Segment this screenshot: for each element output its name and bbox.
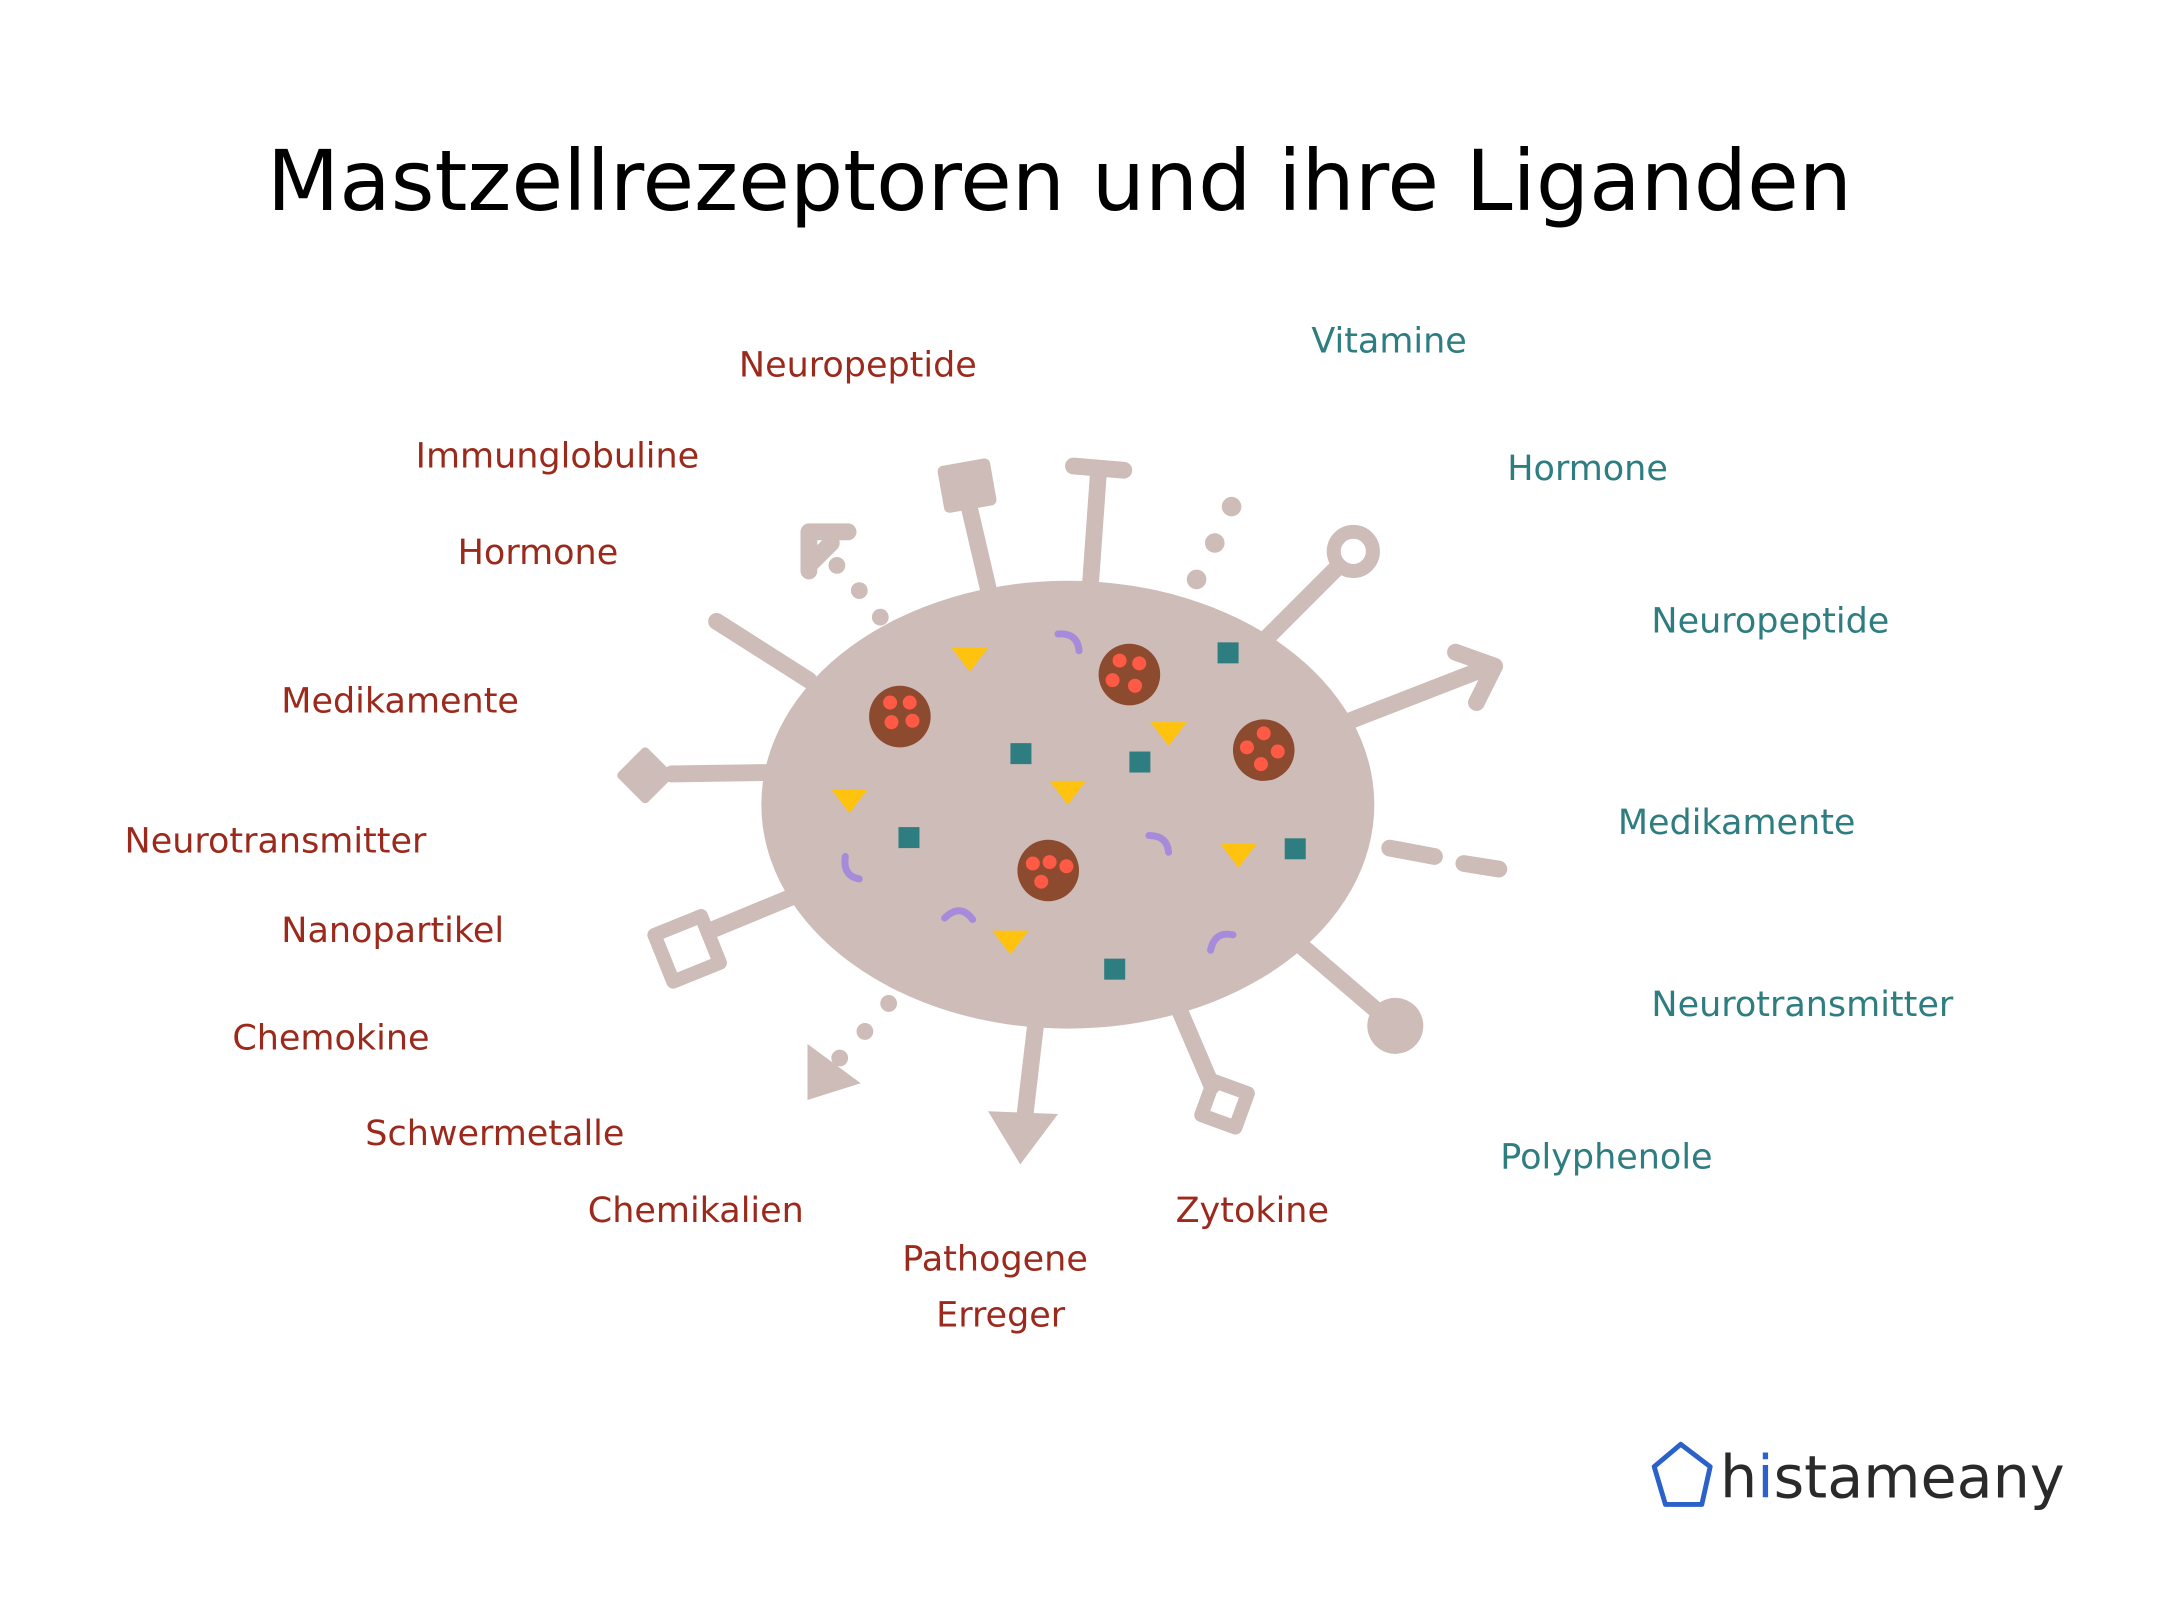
receptors	[617, 457, 1508, 1165]
diagram-title: Mastzellrezeptoren und ihre Liganden	[267, 132, 1852, 230]
histameany-logo: histameany	[1651, 1441, 2065, 1511]
square-molecules	[898, 642, 1306, 980]
logo-text-i: i	[1757, 1442, 1773, 1511]
granule	[869, 685, 931, 748]
label-vitamine: Vitamine	[1311, 322, 1466, 362]
label-chemokine: Chemokine	[232, 1019, 429, 1059]
chevron-receptor-upper-left	[800, 523, 889, 626]
arrow-receptor-bottom	[988, 1016, 1059, 1165]
line-receptor-left	[708, 612, 818, 689]
label-neuropeptide-right: Neuropeptide	[1651, 602, 1889, 642]
label-zytokine: Zytokine	[1176, 1191, 1329, 1231]
arc-molecule	[1207, 930, 1237, 954]
granules	[869, 643, 1295, 902]
label-nanopartikel: Nanopartikel	[281, 911, 504, 951]
ligand-labels-right: Vitamine Hormone Neuropeptide Medikament…	[1311, 322, 1954, 1178]
arc-molecule	[1145, 832, 1173, 856]
square-molecule	[1129, 751, 1151, 773]
dotted-arrow-receptor-lower-left	[807, 995, 898, 1101]
label-neurotransmitter-left: Neurotransmitter	[125, 821, 427, 861]
square-molecule	[1217, 642, 1239, 664]
arc-molecule	[841, 852, 863, 883]
t-receptor-top	[1065, 457, 1133, 597]
ligand-labels-left: Neuropeptide Immunglobuline Hormone Medi…	[125, 345, 1329, 1335]
triangle-molecules	[831, 647, 1257, 955]
diamond-receptor-left	[617, 747, 776, 804]
triangle-molecule	[951, 647, 989, 672]
granule	[1232, 719, 1295, 781]
logo-text-h: h	[1720, 1442, 1757, 1511]
logo-text-rest: stameany	[1774, 1442, 2065, 1511]
ring-receptor-upper-right	[1258, 524, 1380, 647]
label-chemikalien: Chemikalien	[588, 1191, 804, 1231]
square-molecule	[1284, 838, 1306, 860]
arc-molecule	[941, 907, 977, 923]
arrow-receptor-right	[1337, 643, 1504, 731]
label-neuropeptide-left: Neuropeptide	[739, 345, 977, 385]
label-medikamente-left: Medikamente	[281, 681, 519, 721]
label-pathogene: Pathogene	[902, 1240, 1088, 1280]
arc-molecules	[841, 630, 1237, 954]
label-neurotransmitter-right: Neurotransmitter	[1651, 985, 1953, 1025]
diamond-receptor-bottom	[1169, 999, 1255, 1135]
granule	[1017, 839, 1080, 902]
triangle-molecule	[831, 789, 868, 814]
label-hormone-right: Hormone	[1507, 449, 1668, 489]
pentagon-logo-icon	[1651, 1441, 1713, 1507]
triangle-molecule	[992, 930, 1029, 955]
dashed-receptor-right	[1381, 839, 1508, 878]
square-molecule	[1104, 958, 1126, 980]
triangle-molecule	[1220, 843, 1257, 868]
label-polyphenole: Polyphenole	[1500, 1138, 1712, 1178]
label-erreger: Erreger	[936, 1296, 1066, 1336]
arc-molecule	[1054, 630, 1083, 655]
triangle-molecule	[1150, 722, 1187, 746]
dotted-receptor-top	[1186, 496, 1242, 590]
square-receptor-lower-left	[647, 887, 804, 989]
ball-receptor-lower-right	[1293, 937, 1424, 1054]
square-receptor-top	[937, 458, 997, 597]
logo-text: histameany	[1720, 1442, 2065, 1511]
label-immunglobuline: Immunglobuline	[416, 436, 700, 476]
triangle-molecule	[1049, 780, 1087, 805]
label-medikamente-right: Medikamente	[1618, 803, 1856, 843]
label-schwermetalle: Schwermetalle	[365, 1114, 624, 1154]
granule	[1098, 643, 1161, 706]
square-molecule	[1010, 743, 1032, 765]
square-molecule	[898, 827, 920, 849]
label-hormone-left: Hormone	[458, 533, 619, 573]
